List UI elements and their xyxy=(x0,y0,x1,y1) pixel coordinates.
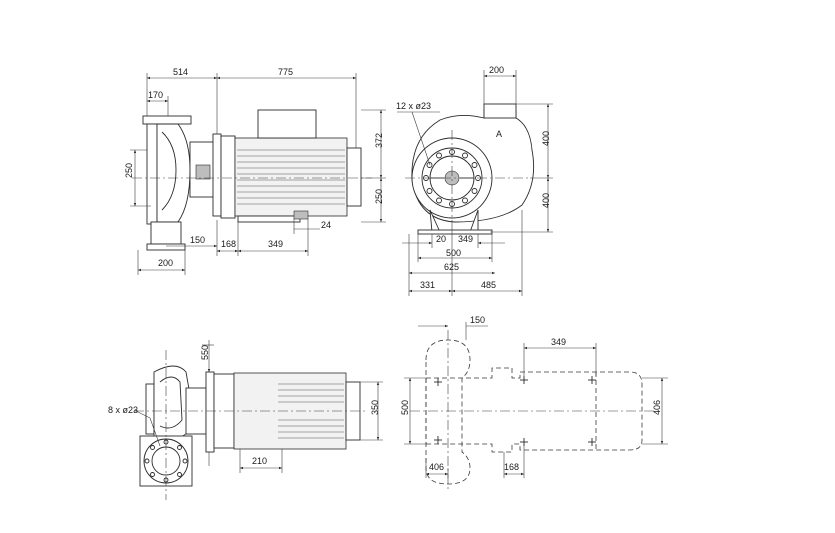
hole-callout-8: 8 x ø23 xyxy=(108,405,138,415)
dim-349-left: 349 xyxy=(268,239,283,249)
dim-150-footprint: 150 xyxy=(470,315,485,325)
dim-168-left: 168 xyxy=(221,239,236,249)
dim-775: 775 xyxy=(278,67,293,77)
dim-200-top: 200 xyxy=(489,65,504,75)
front-view xyxy=(405,103,535,235)
dim-331: 331 xyxy=(420,280,435,290)
dim-150-left: 150 xyxy=(190,235,205,245)
dim-20: 20 xyxy=(436,234,446,244)
dim-400-lower: 400 xyxy=(541,193,551,208)
dim-625: 625 xyxy=(444,262,459,272)
dim-350: 350 xyxy=(370,400,380,415)
motor-cooling-fins xyxy=(237,149,345,205)
section-mark-a: A xyxy=(496,129,502,139)
dim-349-front: 349 xyxy=(458,234,473,244)
dim-170: 170 xyxy=(148,90,163,100)
dim-406-footprint-left: 406 xyxy=(429,462,444,472)
dim-372: 372 xyxy=(374,133,384,148)
dim-500-footprint: 500 xyxy=(400,400,410,415)
dim-349-footprint: 349 xyxy=(551,337,566,347)
dim-250-left: 250 xyxy=(124,163,134,178)
dim-250-right: 250 xyxy=(374,189,384,204)
dim-500-front: 500 xyxy=(446,248,461,258)
plan-motor-fins xyxy=(278,383,344,439)
plan-view-dimensions xyxy=(133,340,383,473)
footprint-view xyxy=(410,330,660,490)
dim-168-footprint: 168 xyxy=(504,462,519,472)
footprint-dimensions xyxy=(404,322,668,478)
plan-view xyxy=(134,350,368,500)
dim-406-footprint-right: 406 xyxy=(652,400,662,415)
dim-200-left: 200 xyxy=(158,258,173,268)
side-elevation-dimensions xyxy=(130,73,386,275)
dim-485: 485 xyxy=(481,280,496,290)
dim-210: 210 xyxy=(252,456,267,466)
dim-514: 514 xyxy=(173,67,188,77)
hole-callout-12: 12 x ø23 xyxy=(396,101,431,111)
front-view-dimensions xyxy=(397,70,553,296)
foundation-bolts xyxy=(434,376,596,446)
side-elevation-view xyxy=(132,109,372,251)
dim-550: 550 xyxy=(200,345,210,360)
dim-24: 24 xyxy=(321,220,331,230)
dim-400-upper: 400 xyxy=(541,131,551,146)
